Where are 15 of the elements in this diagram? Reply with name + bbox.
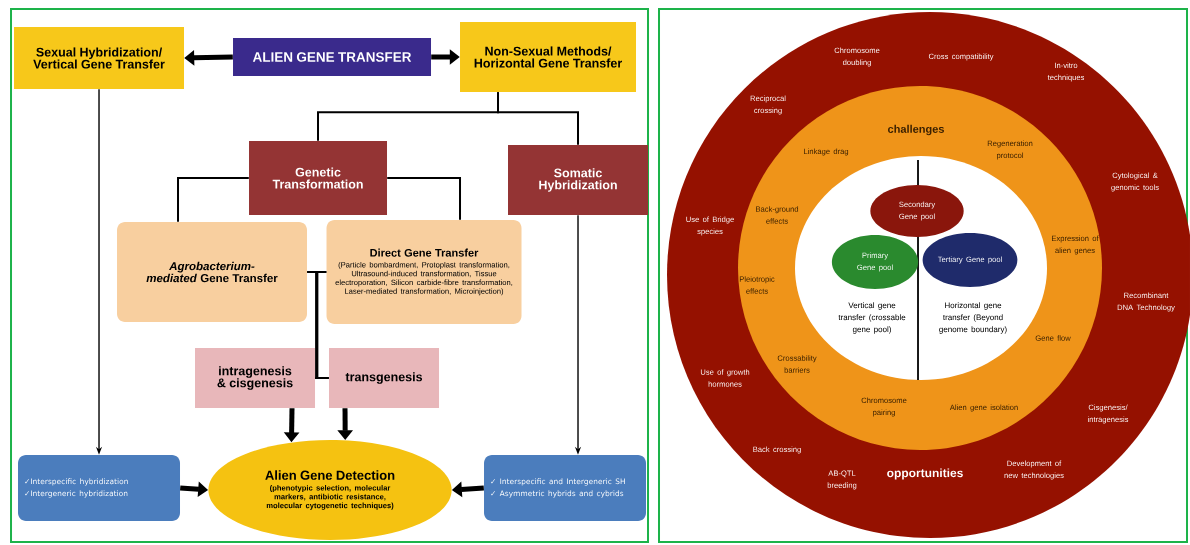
pool-description: Horizontal gene transfer (Beyond genome boundary) bbox=[939, 302, 1007, 334]
ring-title: challenges bbox=[888, 124, 944, 136]
method-box: Somatic Hybridization bbox=[508, 145, 648, 215]
connector-line bbox=[497, 91, 579, 146]
ring-title: opportunities bbox=[887, 468, 963, 480]
technique-box: Agrobacterium-mediated Gene Transfer bbox=[117, 222, 307, 322]
pool-description: Vertical gene transfer (crossable gene pool) bbox=[838, 302, 906, 334]
connector-line bbox=[386, 177, 461, 221]
connector-line bbox=[177, 177, 250, 223]
category-box: Sexual Hybridization/ Vertical Gene Transfer bbox=[14, 27, 184, 89]
title-box: ALIEN GENE TRANSFER bbox=[233, 38, 431, 76]
method-box: Genetic Transformation bbox=[249, 141, 387, 215]
outcome-box: intragenesis & cisgenesis bbox=[195, 348, 315, 408]
category-box: Non-Sexual Methods/ Horizontal Gene Transfer bbox=[460, 22, 636, 92]
outcome-box: transgenesis bbox=[329, 348, 439, 408]
